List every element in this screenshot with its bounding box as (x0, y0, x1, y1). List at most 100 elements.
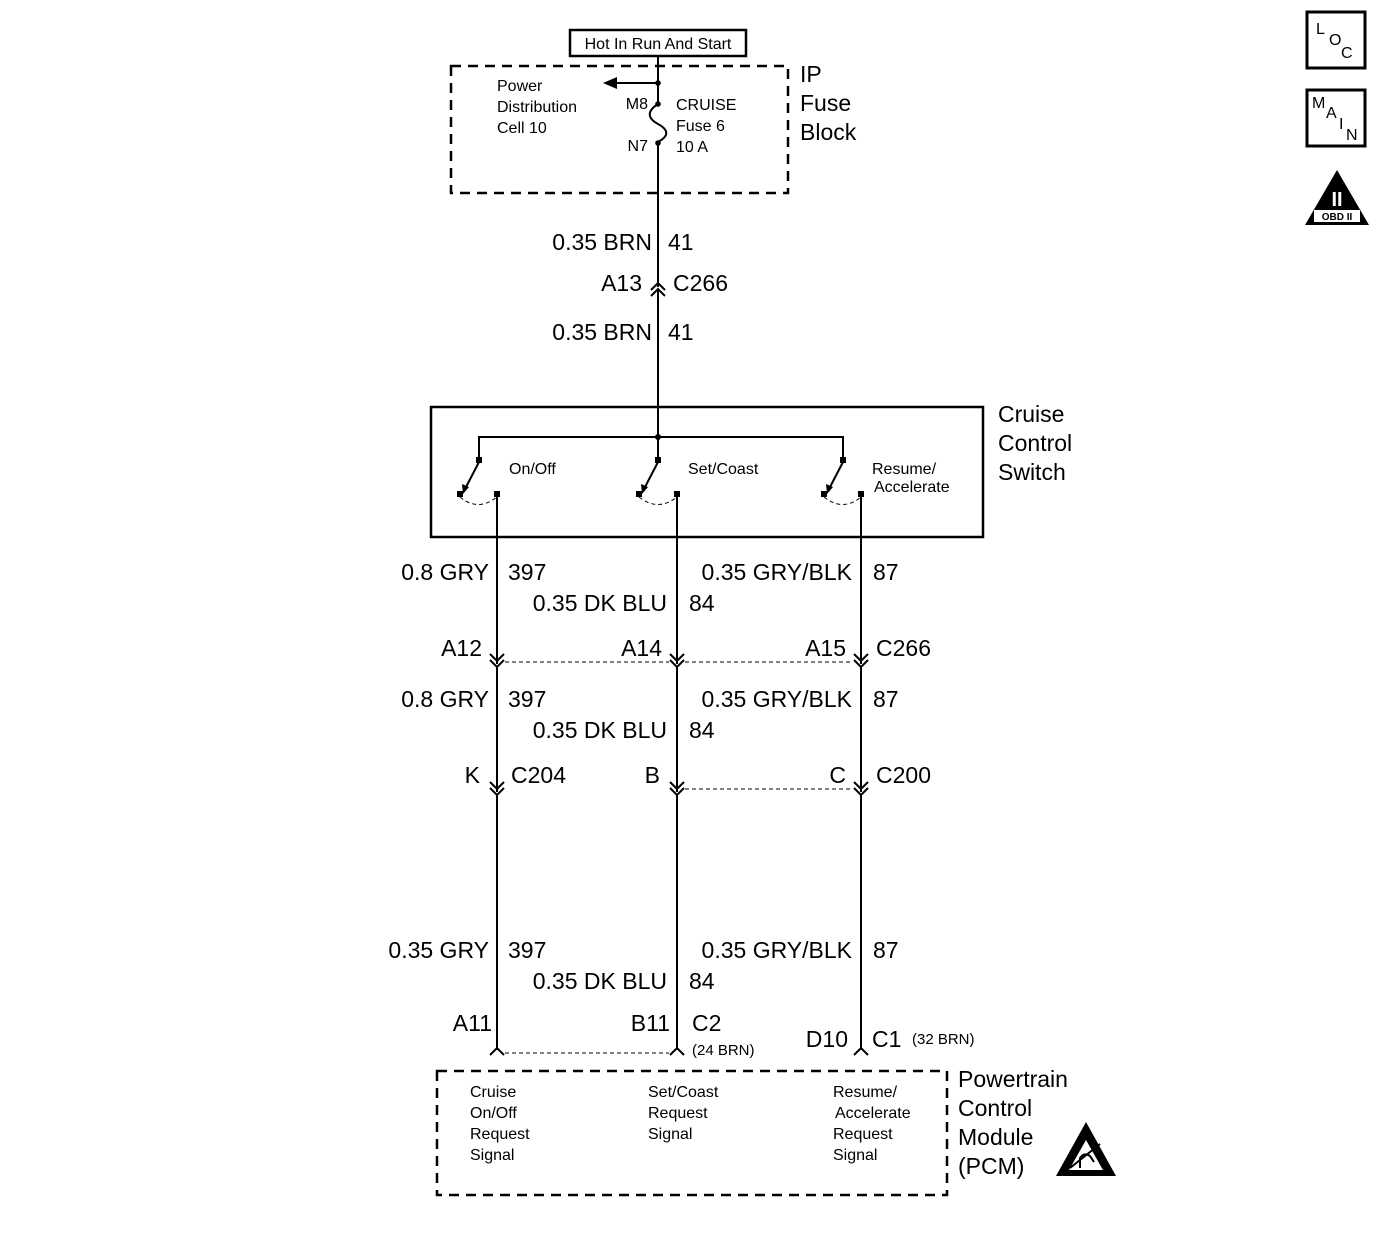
resume-signal-line-1: Resume/ (833, 1084, 898, 1101)
c204-k-connector-icon (489, 781, 505, 791)
wire-87-circuit-2: 87 (873, 686, 899, 712)
switch-title-line-1: Cruise (998, 401, 1064, 427)
resume-contact-left (821, 491, 827, 497)
onoff-signal-line-1: Cruise (470, 1084, 516, 1101)
ip-fuse-block-outline (449, 64, 790, 195)
feed-wire-lower-gauge: 0.35 BRN (552, 319, 652, 345)
wire-87-circuit-3: 87 (873, 937, 899, 963)
resume-signal-line-4: Signal (833, 1147, 877, 1164)
wire-84-circuit-3: 84 (689, 968, 715, 994)
c266-a13-name: C266 (673, 270, 728, 296)
esd-warning-icon (1056, 1122, 1116, 1176)
c200-pin-b: B (645, 762, 660, 788)
c266-a12-connector-icon (489, 653, 505, 663)
set-blade-arrow-icon (641, 484, 648, 494)
resume-label-line-1: Resume/ (872, 461, 937, 478)
connector-c266: A12 A14 A15 C266 (441, 635, 931, 669)
onoff-signal-line-2: On/Off (470, 1105, 517, 1122)
main-icon-button[interactable]: M A I N (1305, 88, 1367, 148)
pcm-pin-b11: B11 (631, 1010, 670, 1036)
loc-icon-letter-l: L (1316, 21, 1325, 38)
fuse-block-title-line-1: IP (800, 61, 822, 87)
set-linkage (638, 496, 678, 505)
c266-a14-connector-icon (669, 653, 685, 663)
onoff-contact-top (476, 457, 482, 463)
switch-to-c266-wires: 0.8 GRY 397 0.35 DK BLU 84 0.35 GRY/BLK … (401, 497, 899, 664)
pcm-title-line-3: Module (958, 1124, 1033, 1150)
loc-icon-button[interactable]: L O C (1305, 10, 1367, 70)
resume-label-line-2: Accelerate (874, 479, 950, 496)
main-icon-letter-m: M (1312, 95, 1325, 112)
power-distribution-arrow-icon (603, 77, 617, 89)
power-distribution-line-3: Cell 10 (497, 120, 547, 137)
pcm-title-line-4: (PCM) (958, 1153, 1024, 1179)
c266-a15-connector-icon (853, 653, 869, 663)
resume-contact-top (840, 457, 846, 463)
switch-title-line-2: Control (998, 430, 1072, 456)
feed-wire-upper-gauge: 0.35 BRN (552, 229, 652, 255)
c266-pin-a15: A15 (805, 635, 846, 661)
wire-87-gauge-1: 0.35 GRY/BLK (702, 559, 853, 585)
pcm-outline (435, 1069, 949, 1197)
c266-name: C266 (876, 635, 931, 661)
obd-icon-label: OBD II (1322, 212, 1353, 223)
power-distribution-line-1: Power (497, 78, 543, 95)
fuse-name-line-3: 10 A (676, 139, 708, 156)
powertrain-control-module: Powertrain Control Module (PCM) Cruise O… (435, 1066, 1116, 1197)
c200-to-pcm-wires: 0.35 GRY 397 0.35 DK BLU 84 0.35 GRY/BLK… (388, 795, 899, 1050)
onoff-switch-blade (464, 461, 480, 490)
fuse-name-line-2: Fuse 6 (676, 118, 725, 135)
pcm-d10-pin-icon (853, 1046, 869, 1056)
c200-b-connector-icon (669, 781, 685, 791)
wire-87-circuit-1: 87 (873, 559, 899, 585)
obd-icon-numeral: II (1331, 189, 1342, 211)
resume-contact-right (858, 491, 864, 497)
c266-a13-connector-icon-2 (650, 287, 666, 297)
fuse-pin-m8: M8 (626, 96, 648, 113)
pcm-title-line-1: Powertrain (958, 1066, 1068, 1092)
switch-outline (429, 405, 985, 539)
pcm-pin-a11: A11 (453, 1010, 492, 1036)
pcm-title-line-2: Control (958, 1095, 1032, 1121)
main-icon-letter-i: I (1339, 116, 1343, 133)
c266-pin-a14: A14 (621, 635, 662, 661)
power-supply-section: Hot In Run And Start IP Fuse Block Power… (449, 28, 857, 195)
wire-397-gauge-2: 0.8 GRY (401, 686, 489, 712)
wire-87-gauge-3: 0.35 GRY/BLK (702, 937, 853, 963)
pcm-a11-pin-icon (489, 1046, 505, 1056)
resume-blade-arrow-icon (826, 484, 833, 494)
wire-84-gauge-2: 0.35 DK BLU (533, 717, 667, 743)
c200-pin-c: C (829, 762, 846, 788)
onoff-signal-line-4: Signal (470, 1147, 514, 1164)
set-signal-line-3: Signal (648, 1126, 692, 1143)
resume-linkage (823, 496, 862, 505)
c204-name: C204 (511, 762, 566, 788)
hot-in-run-start-label: Hot In Run And Start (585, 36, 732, 53)
loc-icon-letter-o: O (1329, 32, 1341, 49)
cruise-control-switch: Cruise Control Switch On/Off Set/Coast R… (429, 401, 1072, 539)
obd-ii-icon-button[interactable]: II OBD II (1305, 170, 1369, 225)
fuse-pin-n7: N7 (628, 138, 649, 155)
set-contact-left (636, 491, 642, 497)
wire-397-circuit-2: 397 (508, 686, 546, 712)
switch-title-line-3: Switch (998, 459, 1066, 485)
feed-wire-upper-circuit: 41 (668, 229, 694, 255)
set-coast-label: Set/Coast (688, 461, 759, 478)
pcm-connector-c2-note: (24 BRN) (692, 1042, 755, 1059)
pcm-pin-d10: D10 (806, 1026, 848, 1052)
wire-397-gauge-1: 0.8 GRY (401, 559, 489, 585)
fuse-block-title-line-2: Fuse (800, 90, 851, 116)
wire-84-gauge-1: 0.35 DK BLU (533, 590, 667, 616)
wire-84-circuit-1: 84 (689, 590, 715, 616)
wire-397-circuit-1: 397 (508, 559, 546, 585)
set-signal-line-2: Request (648, 1105, 708, 1122)
main-icon-letter-n: N (1346, 127, 1358, 144)
wire-84-circuit-2: 84 (689, 717, 715, 743)
pcm-connector-c1-note: (32 BRN) (912, 1031, 975, 1048)
resume-switch-blade (828, 461, 844, 490)
connectors-c204-c200: K C204 B C C200 (465, 762, 931, 797)
switch-internal-bus (478, 436, 844, 460)
c266-a13-connector-icon (650, 281, 666, 291)
set-switch-blade (643, 461, 659, 490)
